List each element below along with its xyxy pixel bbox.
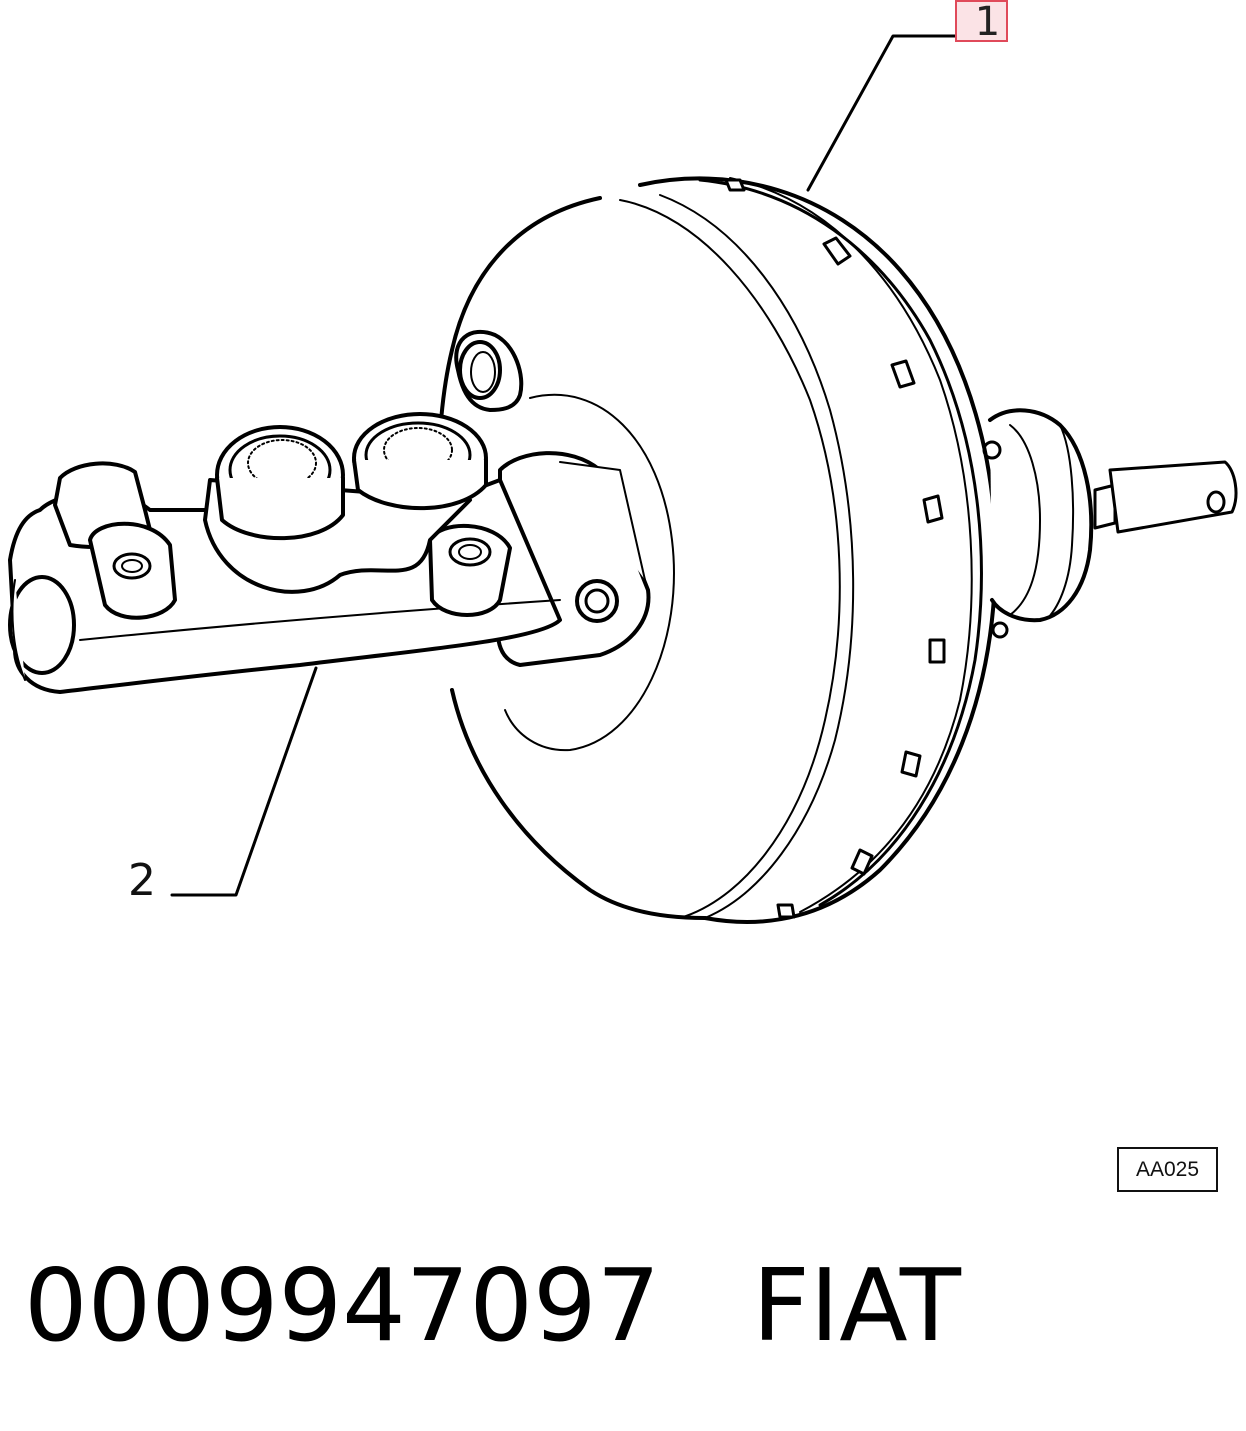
reference-code-box: AA025 [1117,1147,1218,1192]
end-plug [8,575,76,675]
booster-push-rod-clevis [1093,460,1238,534]
reservoir-port-1 [215,425,345,541]
booster-crimp-ring [698,178,983,907]
reservoir-port-2 [352,412,488,511]
crimp-tabs [724,178,946,919]
caption: 0009947097 FIAT [24,1246,961,1366]
booster-mount-ear [454,329,524,412]
booster-rear-shell [638,176,998,924]
leader-line-1 [806,34,970,192]
booster-front-disc [504,393,675,752]
brand-name: FIAT [752,1247,961,1364]
brake-booster [436,176,1238,924]
leader-line-2 [170,666,318,897]
callout-1[interactable]: 1 [955,0,1008,42]
callout-2[interactable]: 2 [128,855,156,906]
part-number: 0009947097 [24,1247,661,1364]
master-cylinder [8,412,651,694]
